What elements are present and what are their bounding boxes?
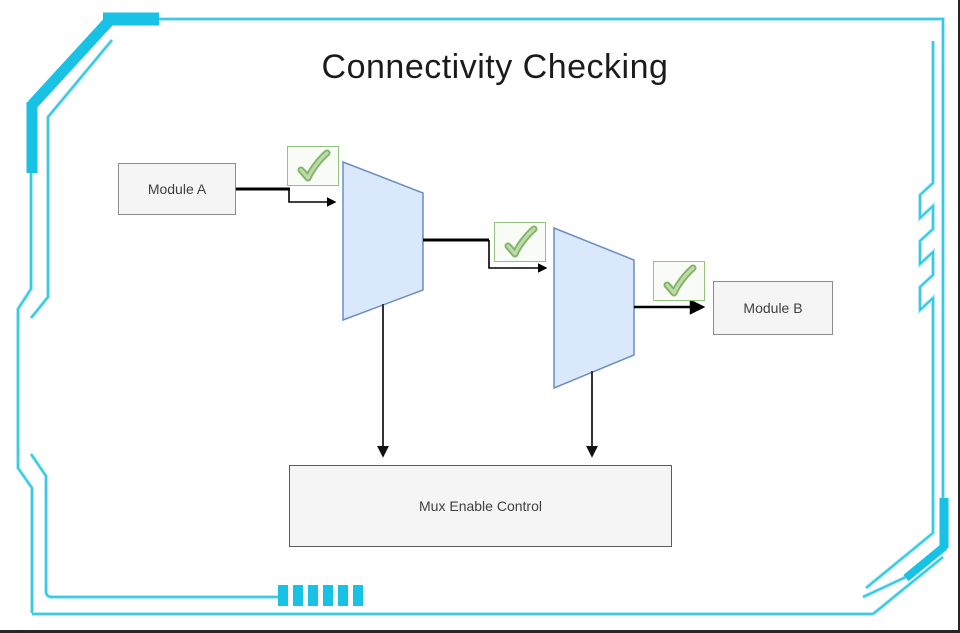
window-edge-bottom [0, 630, 960, 633]
frame-accent-segment [27, 16, 115, 109]
check-indicator-2 [494, 222, 546, 262]
window-edge-right [958, 0, 960, 633]
node-module-b-label: Module B [743, 300, 803, 316]
frame-dash [308, 585, 318, 606]
checkmark-icon [663, 264, 697, 297]
node-module-a: Module A [118, 163, 236, 215]
frame-dash [338, 585, 348, 606]
check-indicator-3 [653, 261, 705, 301]
check-indicator-1 [287, 146, 339, 186]
frame-dash [353, 585, 363, 606]
mux1-trapezoid [342, 160, 424, 322]
mux2-trapezoid [553, 226, 635, 390]
connector-module-a-to-mux1 [288, 189, 337, 207]
diagram-title: Connectivity Checking [321, 48, 669, 86]
node-mux-enable-control-label: Mux Enable Control [419, 498, 542, 514]
node-module-a-label: Module A [147, 181, 207, 197]
checkmark-icon [504, 225, 538, 258]
checkmark-icon [297, 149, 331, 182]
frame-dash [323, 585, 333, 606]
frame-dash [293, 585, 303, 606]
connector-mux1-to-mux2 [488, 240, 548, 273]
node-module-b: Module B [713, 281, 833, 335]
frame-accent-segment [903, 542, 948, 582]
node-mux-enable-control: Mux Enable Control [289, 465, 672, 547]
frame-dash [278, 585, 288, 606]
